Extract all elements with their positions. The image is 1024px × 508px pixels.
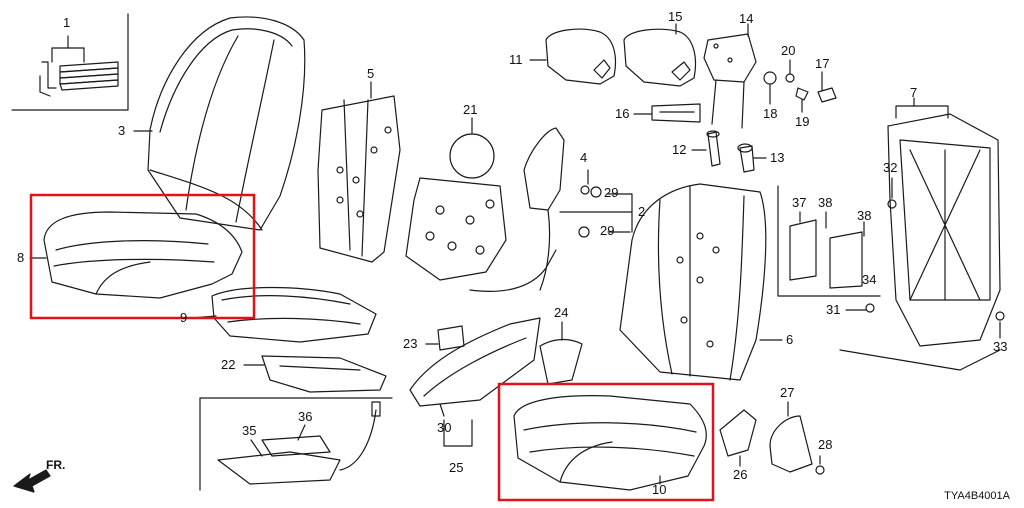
seat-back-pad-drawing	[619, 183, 767, 381]
callout-15: 15	[668, 9, 683, 24]
callout-23: 23	[403, 336, 418, 351]
side-airbag-drawing	[523, 127, 602, 291]
callout-38-left: 38	[818, 195, 833, 210]
callout-22: 22	[221, 357, 236, 372]
callout-6: 6	[786, 332, 794, 347]
callout-38-right: 38	[857, 208, 872, 223]
callout-19: 19	[795, 114, 810, 129]
headrest-drawing	[545, 28, 617, 85]
headrest-holders-drawing	[706, 130, 755, 173]
callout-10: 10	[652, 482, 667, 497]
callout-35: 35	[242, 423, 257, 438]
cushion-pad-drawing	[211, 286, 377, 343]
seat-back-cover-drawing	[147, 16, 306, 231]
diagram-reference-code: TYA4B4001A	[944, 490, 1010, 502]
callout-26: 26	[733, 467, 748, 482]
callout-30: 30	[437, 420, 452, 435]
callout-3: 3	[118, 123, 126, 138]
headrest-guide-drawing	[651, 103, 701, 123]
callout-29-lower: 29	[600, 223, 615, 238]
side-frame-drawing	[317, 95, 401, 263]
cushion-plate-drawing	[261, 355, 387, 393]
headrest-cover-drawing	[623, 28, 697, 87]
callout-16: 16	[615, 106, 630, 121]
small-parts-drawing	[763, 71, 837, 103]
callout-34: 34	[862, 272, 877, 287]
callout-37: 37	[792, 195, 807, 210]
lower-frame-box	[199, 397, 393, 491]
seat-cushion-pad-drawing	[513, 395, 707, 491]
callout-1: 1	[63, 15, 71, 30]
callout-17: 17	[815, 56, 830, 71]
callout-2: 2	[638, 204, 646, 219]
callout-12: 12	[672, 142, 687, 157]
callout-18: 18	[763, 106, 778, 121]
callout-32: 32	[883, 160, 898, 175]
callout-9: 9	[180, 310, 188, 325]
callout-21: 21	[463, 102, 478, 117]
callout-4: 4	[580, 150, 588, 165]
highlight-box-part-10	[497, 382, 715, 502]
callout-33: 33	[993, 339, 1008, 354]
callout-31: 31	[826, 302, 841, 317]
clip-set-drawing	[11, 13, 129, 111]
headrest-frame-drawing	[703, 33, 757, 129]
callout-27: 27	[780, 385, 795, 400]
callout-8: 8	[17, 250, 25, 265]
recliner-cover-drawing	[719, 409, 825, 475]
callout-11: 11	[509, 52, 523, 67]
callout-28: 28	[818, 437, 833, 452]
front-direction-label: FR.	[46, 458, 66, 472]
highlight-box-part-8	[29, 193, 256, 320]
callout-13: 13	[770, 150, 785, 165]
seat-back-frame-drawing	[777, 113, 1005, 371]
lumbar-support-drawing	[405, 133, 557, 292]
callout-14: 14	[739, 11, 754, 26]
callout-5: 5	[367, 66, 375, 81]
callout-24: 24	[554, 305, 569, 320]
callout-25: 25	[449, 460, 464, 475]
callout-36: 36	[298, 409, 313, 424]
callout-20: 20	[781, 43, 796, 58]
callout-7: 7	[910, 85, 918, 100]
callout-29-upper: 29	[604, 185, 619, 200]
seat-cushion-cover-drawing	[43, 211, 243, 299]
side-trim-drawing	[409, 317, 583, 417]
front-direction-arrow	[13, 469, 51, 493]
